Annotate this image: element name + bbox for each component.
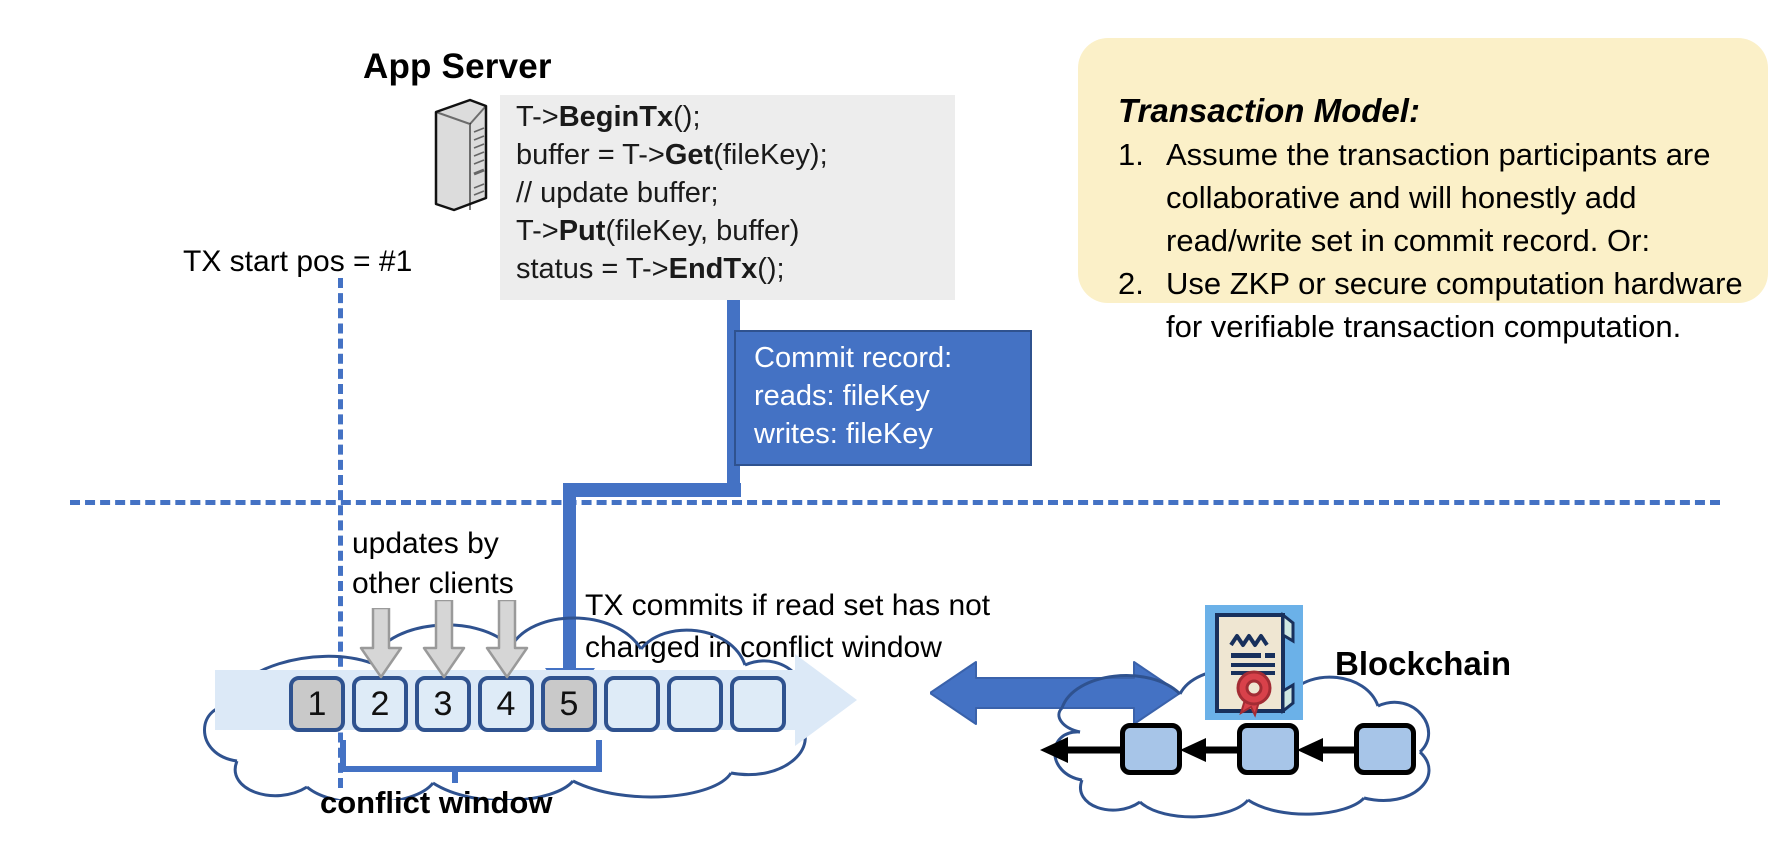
ledger-slot-5[interactable]: 5 bbox=[541, 676, 597, 732]
server-icon bbox=[434, 98, 488, 212]
tx-commit-line-1: TX commits if read set has not bbox=[585, 589, 991, 622]
ledger-slot-7[interactable] bbox=[667, 676, 723, 732]
code-block-text: T->BeginTx(); buffer = T->Get(fileKey); … bbox=[516, 98, 966, 288]
transaction-model-item-1-number: 1. bbox=[1118, 137, 1144, 172]
code-line-3-b: Put bbox=[558, 215, 606, 247]
transaction-model-item-1: 1. Assume the transaction participants a… bbox=[1118, 133, 1758, 262]
commit-record-box: Commit record: reads: fileKey writes: fi… bbox=[734, 330, 1032, 466]
sync-double-arrow-icon bbox=[930, 661, 1180, 725]
blockchain-link-arrow-2 bbox=[1297, 738, 1357, 762]
code-line-3-c: (fileKey, buffer) bbox=[605, 215, 800, 247]
blockchain-block-1[interactable] bbox=[1120, 723, 1182, 775]
code-line-0-b: BeginTx bbox=[558, 101, 674, 133]
blockchain-link-arrow-1 bbox=[1180, 738, 1240, 762]
ledger-slot-3[interactable]: 3 bbox=[415, 676, 471, 732]
tx-commit-condition-label: TX commits if read set has not changed i… bbox=[585, 585, 990, 669]
code-line-0-a: T-> bbox=[516, 101, 559, 133]
conflict-window-label: conflict window bbox=[320, 785, 553, 820]
commit-record-line-1: reads: fileKey bbox=[754, 380, 930, 412]
updates-label-line-1: updates by bbox=[352, 527, 499, 560]
update-arrow-icon-3 bbox=[485, 600, 529, 679]
ledger-slot-8[interactable] bbox=[730, 676, 786, 732]
blockchain-link-arrow-0 bbox=[1040, 737, 1122, 763]
code-line-1-c: (fileKey); bbox=[713, 139, 828, 171]
commit-record-line-0: Commit record: bbox=[754, 342, 953, 374]
code-block-panel bbox=[500, 95, 955, 300]
transaction-model-item-2-text: Use ZKP or secure computation hardware f… bbox=[1166, 266, 1743, 344]
commit-flow-segment-vertical-lower bbox=[563, 490, 576, 683]
code-line-3-a: T-> bbox=[516, 215, 559, 247]
blockchain-label: Blockchain bbox=[1335, 645, 1512, 682]
certificate-icon bbox=[1205, 605, 1303, 720]
code-line-4-c: (); bbox=[757, 253, 785, 285]
conflict-window-bracket bbox=[340, 740, 602, 772]
transaction-model-callout bbox=[1078, 38, 1768, 303]
transaction-model-item-1-text: Assume the transaction participants are … bbox=[1166, 137, 1711, 258]
commit-record-line-2: writes: fileKey bbox=[754, 418, 933, 450]
transaction-model-title: Transaction Model: bbox=[1118, 92, 1420, 129]
tx-start-pos-label: TX start pos = #1 bbox=[183, 245, 413, 278]
code-line-0-c: (); bbox=[673, 101, 701, 133]
update-arrow-icon-2 bbox=[422, 600, 466, 679]
app-server-title: App Server bbox=[363, 47, 552, 86]
commit-flow-segment-horizontal bbox=[563, 483, 741, 497]
code-line-4-a: status = T-> bbox=[516, 253, 669, 285]
blockchain-block-2[interactable] bbox=[1237, 723, 1299, 775]
conflict-window-bracket-stem bbox=[452, 766, 458, 783]
ledger-slot-2[interactable]: 2 bbox=[352, 676, 408, 732]
code-line-2-a: // update buffer; bbox=[516, 177, 719, 209]
code-line-1-b: Get bbox=[664, 139, 714, 171]
update-arrow-icon-1 bbox=[359, 608, 403, 679]
tx-commit-line-2: changed in conflict window bbox=[585, 631, 942, 664]
updates-by-other-clients-label: updates by other clients bbox=[352, 524, 514, 604]
transaction-model-item-2-number: 2. bbox=[1118, 266, 1144, 301]
transaction-model-item-2: 2. Use ZKP or secure computation hardwar… bbox=[1118, 262, 1758, 348]
ledger-slot-4[interactable]: 4 bbox=[478, 676, 534, 732]
ledger-growth-arrow bbox=[795, 654, 857, 746]
transaction-model-list: 1. Assume the transaction participants a… bbox=[1118, 133, 1758, 348]
trust-boundary-divider bbox=[70, 500, 1720, 505]
code-line-1-a: buffer = T-> bbox=[516, 139, 665, 171]
code-line-4-b: EndTx bbox=[668, 253, 758, 285]
ledger-slot-6[interactable] bbox=[604, 676, 660, 732]
updates-label-line-2: other clients bbox=[352, 567, 514, 600]
blockchain-block-3[interactable] bbox=[1354, 723, 1416, 775]
tx-start-marker-line bbox=[338, 278, 343, 788]
ledger-slot-1[interactable]: 1 bbox=[289, 676, 345, 732]
